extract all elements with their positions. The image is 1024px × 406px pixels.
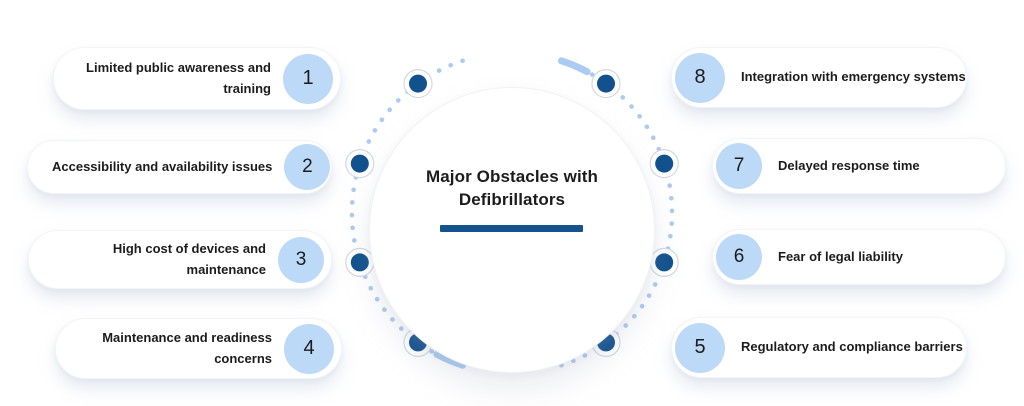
obstacle-label-4: Maintenance and readiness concerns: [102, 329, 272, 366]
diagram-title-line2: Defibrillators: [458, 189, 566, 209]
obstacle-pill-4: Maintenance and readiness concerns 4: [55, 318, 342, 379]
obstacle-label-2: Accessibility and availability issues: [52, 158, 273, 174]
obstacle-number-1: 1: [283, 53, 333, 104]
marker-dot-icon: [597, 74, 615, 93]
ring-marker-6: [649, 247, 679, 277]
obstacle-label-7: Delayed response time: [778, 157, 920, 173]
obstacle-number-8: 8: [675, 52, 725, 103]
marker-dot-icon: [350, 253, 369, 272]
obstacle-pill-2: Accessibility and availability issues 2: [27, 140, 332, 194]
obstacle-label-1: Limited public awareness and training: [86, 59, 271, 96]
comet-dash-bottom: [433, 350, 467, 369]
ring-marker-1: [403, 68, 433, 99]
ring-marker-2: [345, 149, 375, 179]
title-underline: [440, 225, 584, 233]
obstacle-label-3: High cost of devices and maintenance: [112, 240, 266, 277]
marker-dot-icon: [350, 154, 369, 173]
diagram-title-block: Major Obstacles with Defibrillators: [426, 166, 598, 233]
marker-dot-icon: [655, 154, 674, 173]
obstacle-pill-7: 7 Delayed response time: [712, 138, 1006, 194]
obstacle-number-5: 5: [675, 322, 725, 373]
ring-marker-7: [649, 149, 679, 179]
ring-marker-8: [591, 68, 621, 99]
obstacle-pill-3: High cost of devices and maintenance 3: [28, 230, 332, 289]
obstacle-label-5: Regulatory and compliance barriers: [741, 339, 963, 355]
obstacle-number-4: 4: [284, 323, 334, 374]
obstacle-pill-5: 5 Regulatory and compliance barriers: [671, 317, 967, 378]
obstacle-number-6: 6: [716, 234, 762, 280]
comet-dash-top: [557, 57, 591, 76]
obstacle-pill-8: 8 Integration with emergency systems: [671, 47, 967, 108]
obstacle-number-2: 2: [284, 144, 331, 190]
obstacle-pill-1: Limited public awareness and training 1: [53, 47, 341, 110]
obstacle-number-7: 7: [716, 143, 762, 189]
obstacle-pill-6: 6 Fear of legal liability: [712, 229, 1006, 285]
diagram-title-line1: Major Obstacles with: [425, 166, 599, 186]
marker-dot-icon: [655, 253, 674, 272]
obstacle-label-6: Fear of legal liability: [778, 248, 903, 264]
marker-dot-icon: [409, 74, 427, 93]
obstacle-number-3: 3: [278, 236, 324, 283]
ring-marker-3: [345, 247, 375, 277]
center-circle: Major Obstacles with Defibrillators: [369, 87, 655, 373]
obstacle-label-8: Integration with emergency systems: [741, 69, 966, 85]
